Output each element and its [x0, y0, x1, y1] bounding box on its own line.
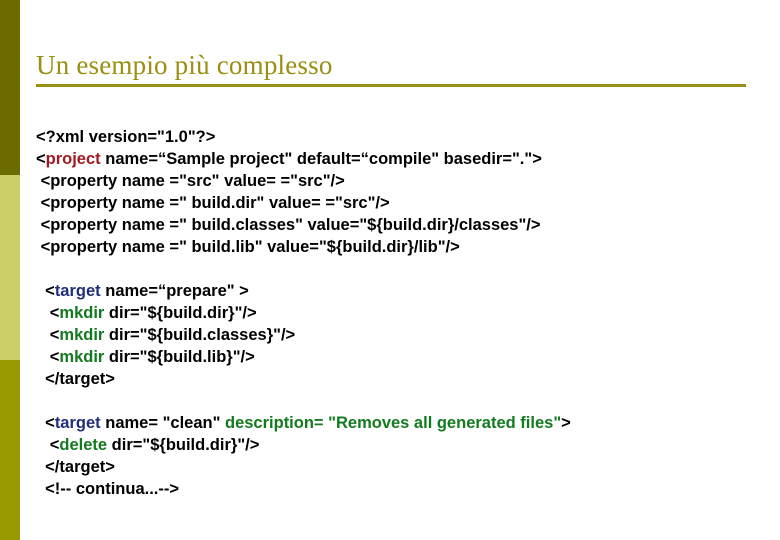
- code-line: </target>: [36, 456, 772, 478]
- code-token-plain: <: [49, 326, 60, 344]
- page-title: Un esempio più complesso: [36, 50, 333, 80]
- code-line: <target name= "clean" description= "Remo…: [36, 412, 772, 434]
- code-block: <?xml version="1.0"?><project name=“Samp…: [36, 126, 772, 500]
- code-token-green: mkdir: [59, 326, 105, 344]
- code-token-green: description= "Removes all generated file…: [225, 414, 562, 432]
- code-indent: [36, 282, 45, 300]
- code-token-green: mkdir: [59, 348, 105, 366]
- code-token-plain: <property name ="src" value= ="src"/>: [40, 172, 345, 190]
- code-token-navy: target: [54, 414, 101, 432]
- code-token-plain: <: [36, 150, 46, 168]
- code-token-red: project: [45, 150, 101, 168]
- code-indent: [36, 480, 45, 498]
- code-indent: [36, 414, 45, 432]
- code-token-plain: name=“prepare" >: [100, 282, 249, 300]
- code-token-plain: dir="${build.dir}"/>: [107, 436, 260, 454]
- code-line: [36, 258, 772, 280]
- code-token-green: mkdir: [59, 304, 105, 322]
- code-line: <property name =" build.dir" value= ="sr…: [36, 192, 772, 214]
- code-line: <mkdir dir="${build.dir}"/>: [36, 302, 772, 324]
- code-line: [36, 390, 772, 412]
- code-token-plain: dir="${build.lib}"/>: [104, 348, 255, 366]
- code-indent: [36, 436, 50, 454]
- code-token-plain: <: [45, 414, 55, 432]
- code-indent: [36, 348, 50, 366]
- code-line: <mkdir dir="${build.classes}"/>: [36, 324, 772, 346]
- code-line: <property name =" build.classes" value="…: [36, 214, 772, 236]
- sidebar-band-middle: [0, 175, 20, 360]
- code-line: <property name =" build.lib" value="${bu…: [36, 236, 772, 258]
- code-line: <project name=“Sample project" default=“…: [36, 148, 772, 170]
- code-token-plain: <: [49, 304, 60, 322]
- title-underline-rule: [36, 84, 746, 87]
- code-token-navy: target: [54, 282, 101, 300]
- code-indent: [36, 370, 45, 388]
- code-token-plain: <?xml version="1.0"?>: [36, 128, 216, 146]
- code-line: <target name=“prepare" >: [36, 280, 772, 302]
- code-token-plain: <property name =" build.lib" value="${bu…: [40, 238, 460, 256]
- code-token-plain: <: [45, 282, 55, 300]
- code-token-plain: <!-- continua...-->: [45, 480, 180, 498]
- sidebar-band-top: [0, 0, 20, 175]
- sidebar-band-bottom: [0, 360, 20, 540]
- code-line: <!-- continua...-->: [36, 478, 772, 500]
- code-token-plain: <property name =" build.dir" value= ="sr…: [40, 194, 390, 212]
- code-token-green: delete: [59, 436, 108, 454]
- code-token-plain: <: [49, 348, 60, 366]
- code-token-plain: >: [561, 414, 571, 432]
- code-indent: [36, 304, 50, 322]
- code-token-plain: dir="${build.dir}"/>: [104, 304, 257, 322]
- code-indent: [36, 326, 50, 344]
- sidebar-decoration: [0, 0, 20, 540]
- code-token-plain: <property name =" build.classes" value="…: [40, 216, 541, 234]
- code-token-plain: </target>: [45, 458, 115, 476]
- code-token-plain: <: [49, 436, 60, 454]
- code-line: <property name ="src" value= ="src"/>: [36, 170, 772, 192]
- code-line: <?xml version="1.0"?>: [36, 126, 772, 148]
- code-line: <delete dir="${build.dir}"/>: [36, 434, 772, 456]
- code-line: <mkdir dir="${build.lib}"/>: [36, 346, 772, 368]
- code-token-plain: dir="${build.classes}"/>: [104, 326, 296, 344]
- code-token-plain: </target>: [45, 370, 115, 388]
- code-token-plain: name= "clean": [100, 414, 225, 432]
- code-indent: [36, 458, 45, 476]
- code-line: </target>: [36, 368, 772, 390]
- code-token-plain: name=“Sample project" default=“compile" …: [100, 150, 542, 168]
